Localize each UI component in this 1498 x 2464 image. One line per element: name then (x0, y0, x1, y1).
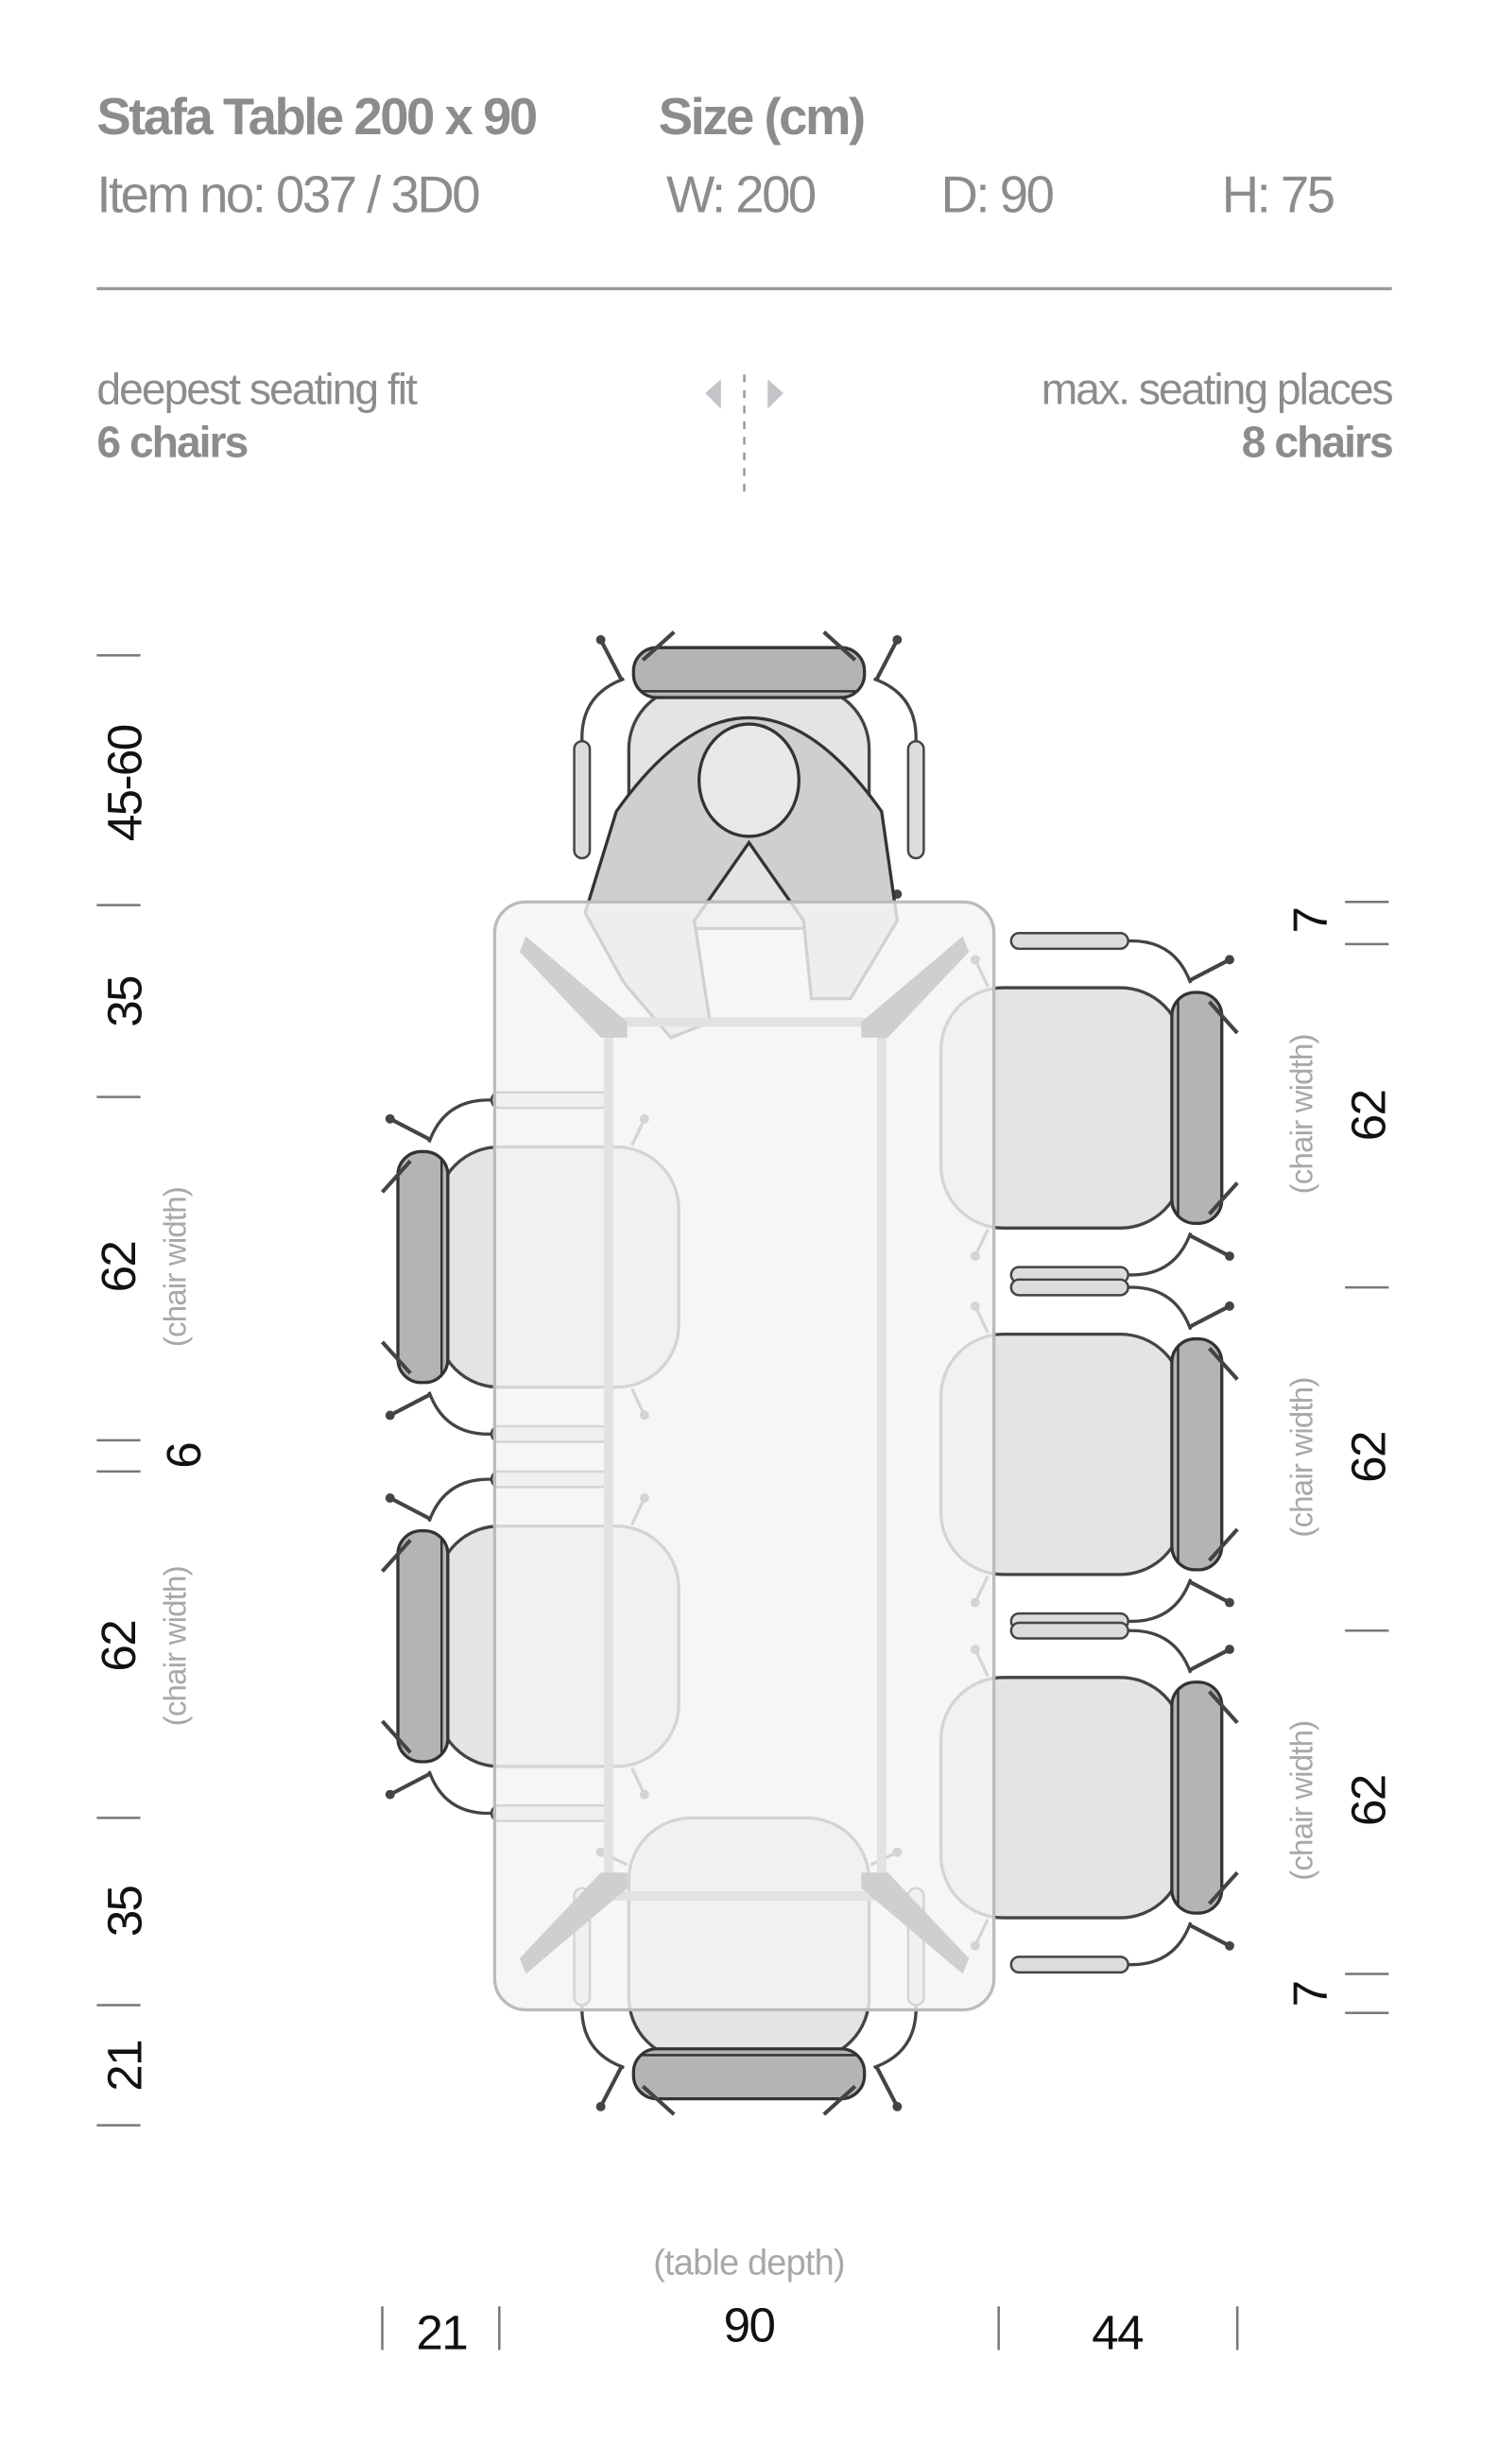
max-seating-label: max. seating places (1041, 365, 1394, 414)
size-label: Size (cm) (658, 87, 866, 146)
item-number: Item no: 037 / 3D0 (96, 165, 480, 224)
left-dim-1: 45-60 (97, 725, 152, 842)
left-dim-7: 21 (97, 2041, 152, 2092)
bottom-dim-1: 21 (416, 2305, 468, 2361)
depth-value: D: 90 (940, 165, 1055, 224)
table-depth-note: (table depth) (653, 2241, 845, 2283)
product-title: Stafa Table 200 x 90 (96, 87, 538, 146)
bottom-dimension-ticks (381, 2306, 1239, 2351)
right-dim-5: 7 (1283, 1981, 1338, 2007)
deepest-seating-label: deepest seating fit (96, 365, 418, 414)
right-dimension-ticks (1345, 901, 1389, 2015)
right-dim-1: 7 (1283, 907, 1338, 934)
bottom-dim-3: 44 (1092, 2305, 1144, 2361)
left-dim-6: 35 (97, 1886, 152, 1938)
left-dim-3-note: (chair width) (159, 1187, 194, 1348)
deepest-seating-value: 6 chairs (96, 418, 249, 467)
table (492, 900, 996, 2012)
left-dim-5: 62 (91, 1620, 146, 1672)
left-right-arrows-icon[interactable] (705, 374, 783, 492)
left-dim-5-note: (chair width) (159, 1566, 194, 1727)
right-dim-3-note: (chair width) (1285, 1377, 1320, 1538)
right-dim-4-note: (chair width) (1285, 1720, 1320, 1881)
left-dimension-ticks (96, 654, 141, 2127)
left-dim-2: 35 (97, 976, 152, 1027)
max-seating-value: 8 chairs (1241, 418, 1394, 467)
right-dim-2-note: (chair width) (1285, 1034, 1320, 1195)
bottom-dim-2: 90 (723, 2298, 776, 2352)
right-dim-3: 62 (1341, 1432, 1396, 1483)
left-dim-4: 6 (156, 1442, 212, 1469)
left-dim-3: 62 (91, 1241, 146, 1293)
width-value: W: 200 (665, 165, 817, 224)
right-dim-4: 62 (1341, 1775, 1396, 1827)
height-value: H: 75 (1221, 165, 1335, 224)
right-dim-2: 62 (1341, 1090, 1396, 1142)
